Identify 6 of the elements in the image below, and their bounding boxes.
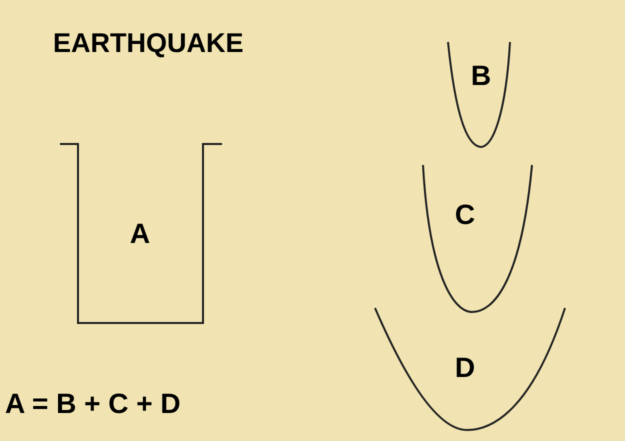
diagram-title: EARTHQUAKE: [53, 30, 244, 57]
shape-label: D: [454, 354, 476, 382]
shape-label: C: [454, 201, 476, 229]
shape-label: A: [130, 220, 150, 248]
shape-label: B: [470, 62, 492, 90]
equation-text: A = B + C + D: [5, 390, 181, 418]
